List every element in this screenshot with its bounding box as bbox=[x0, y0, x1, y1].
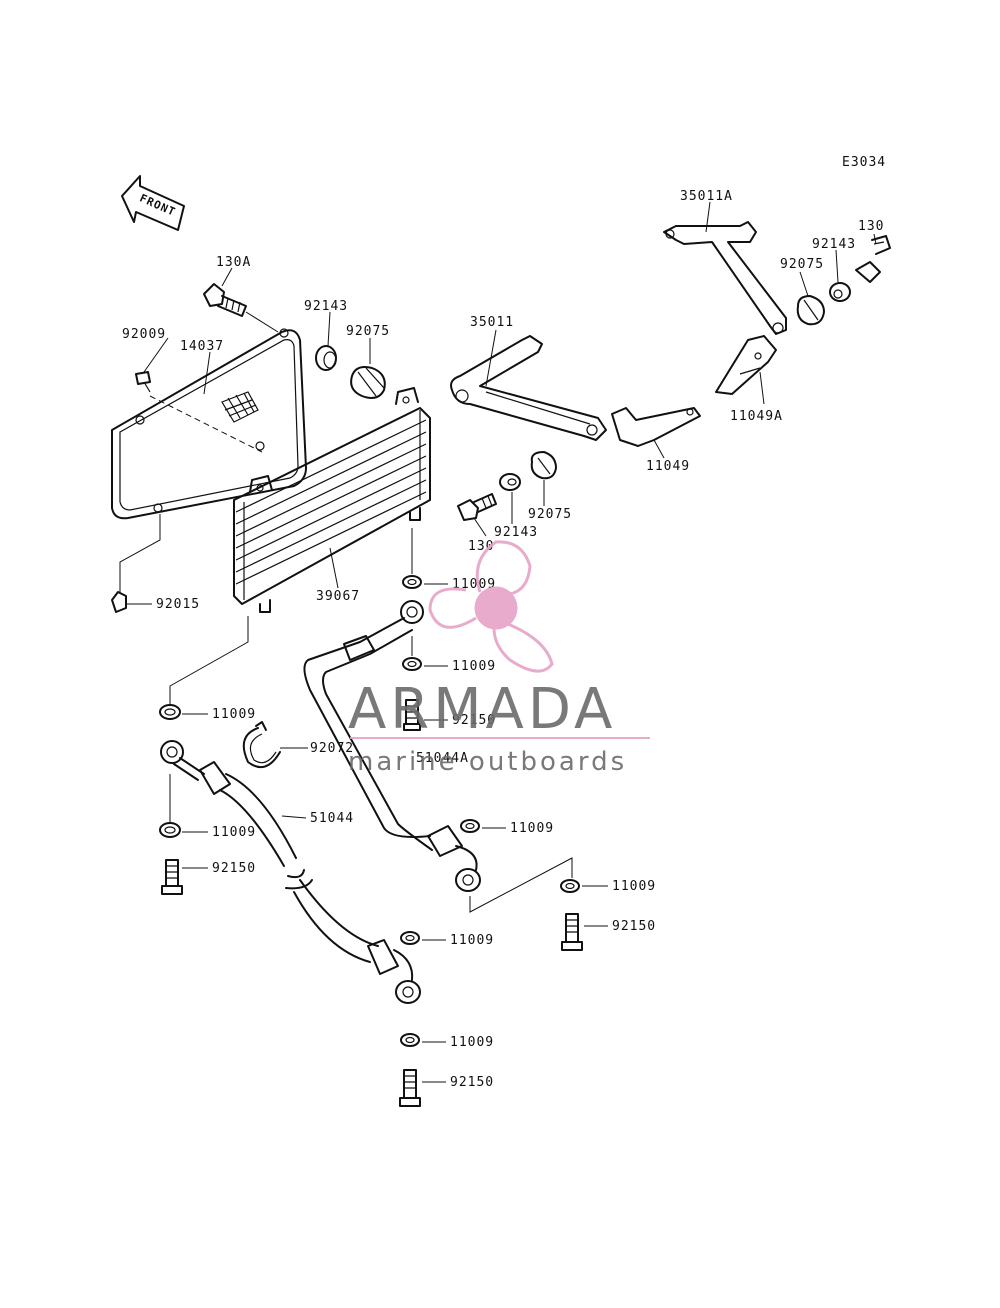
label-92150-a: 92150 bbox=[452, 713, 496, 728]
banjo-bolt-92150-b bbox=[161, 859, 183, 895]
radiator-guard bbox=[111, 328, 307, 520]
label-11049a: 11049A bbox=[730, 409, 783, 424]
grommet-92075-left bbox=[350, 366, 386, 399]
label-11009-g: 11009 bbox=[450, 933, 494, 948]
label-35011: 35011 bbox=[470, 315, 514, 330]
clip-92015 bbox=[111, 514, 161, 613]
label-39067: 39067 bbox=[316, 589, 360, 604]
collar-92143-left bbox=[315, 345, 337, 371]
collar-92143-top bbox=[829, 282, 851, 302]
bracket-35011 bbox=[450, 335, 607, 441]
label-92143-mid: 92143 bbox=[494, 525, 538, 540]
bracket-35011a bbox=[663, 221, 787, 335]
stay-11049a bbox=[715, 335, 777, 395]
washer-11009-g bbox=[400, 931, 420, 945]
banjo-bolt-92150-a bbox=[403, 699, 421, 731]
label-92143-top: 92143 bbox=[812, 237, 856, 252]
bolt-130-top bbox=[855, 235, 891, 283]
label-92150-b: 92150 bbox=[212, 861, 256, 876]
label-130a: 130A bbox=[216, 255, 251, 270]
washer-11009-a bbox=[402, 575, 422, 589]
washer-11009-b bbox=[402, 657, 422, 671]
oil-hose-51044 bbox=[160, 740, 421, 1004]
label-92015: 92015 bbox=[156, 597, 200, 612]
label-92075-a: 92075 bbox=[346, 324, 390, 339]
label-51044a: 51044A bbox=[416, 751, 469, 766]
label-11009-e: 11009 bbox=[212, 825, 256, 840]
watermark-brand: ARMADA bbox=[348, 677, 616, 742]
washer-11009-e bbox=[159, 822, 181, 838]
label-92072: 92072 bbox=[310, 741, 354, 756]
front-arrow-icon: FRONT bbox=[121, 175, 185, 231]
propeller-logo-icon bbox=[428, 540, 554, 673]
label-11009-d: 11009 bbox=[510, 821, 554, 836]
label-92009: 92009 bbox=[122, 327, 166, 342]
banjo-bolt-92150-d bbox=[399, 1069, 421, 1107]
washer-11009-h bbox=[400, 1033, 420, 1047]
label-14037: 14037 bbox=[180, 339, 224, 354]
label-130-top: 130 bbox=[858, 219, 884, 234]
label-11009-c: 11009 bbox=[212, 707, 256, 722]
label-11009-f: 11009 bbox=[612, 879, 656, 894]
diagram-code: E3034 bbox=[842, 155, 886, 170]
bolt-130-mid bbox=[457, 493, 497, 521]
oil-hose-51044a bbox=[303, 600, 481, 892]
label-92143-a: 92143 bbox=[304, 299, 348, 314]
label-92150-d: 92150 bbox=[450, 1075, 494, 1090]
collar-92143-mid bbox=[499, 473, 521, 491]
label-92075-mid: 92075 bbox=[528, 507, 572, 522]
bolt-130a bbox=[203, 283, 279, 333]
banjo-bolt-92150-c bbox=[561, 913, 583, 951]
label-92075-top: 92075 bbox=[780, 257, 824, 272]
stay-11049 bbox=[611, 407, 701, 447]
grommet-92075-top bbox=[796, 295, 825, 326]
label-51044: 51044 bbox=[310, 811, 354, 826]
washer-11009-f bbox=[560, 879, 580, 893]
label-11049: 11049 bbox=[646, 459, 690, 474]
watermark: ARMADA marine outboards bbox=[348, 540, 650, 777]
label-35011a: 35011A bbox=[680, 189, 733, 204]
washer-11009-d bbox=[460, 819, 480, 833]
label-92150-c: 92150 bbox=[612, 919, 656, 934]
label-11009-h: 11009 bbox=[450, 1035, 494, 1050]
oil-cooler bbox=[233, 387, 431, 613]
watermark-tagline: marine outboards bbox=[348, 747, 627, 777]
screw-92009 bbox=[135, 371, 151, 393]
washer-11009-c bbox=[159, 704, 181, 720]
label-11009-b: 11009 bbox=[452, 659, 496, 674]
hose-clamp-92072 bbox=[242, 721, 281, 769]
grommet-92075-mid bbox=[530, 451, 557, 480]
